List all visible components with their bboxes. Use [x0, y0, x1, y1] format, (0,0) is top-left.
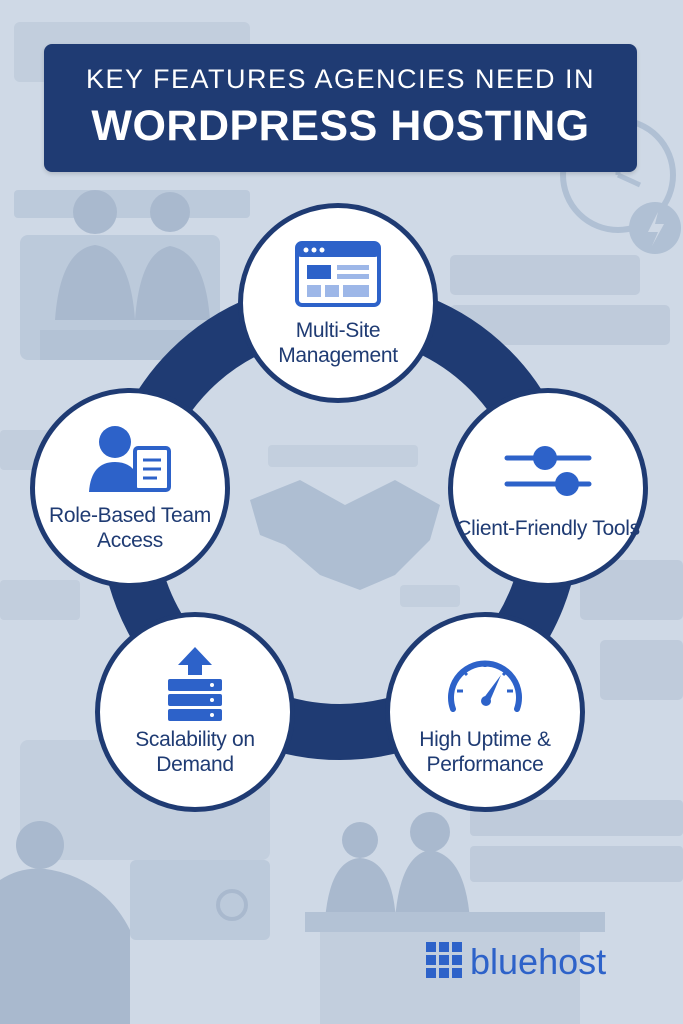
- title-banner: KEY FEATURES AGENCIES NEED IN WORDPRESS …: [44, 44, 637, 172]
- feature-multi-site-management: Multi-Site Management: [238, 203, 438, 403]
- feature-scalability-on-demand: Scalability on Demand: [95, 612, 295, 812]
- browser-window-icon: [290, 238, 386, 310]
- user-document-icon: [82, 423, 178, 495]
- feature-role-based-team-access: Role-Based Team Access: [30, 388, 230, 588]
- feature-label: Scalability on Demand: [100, 727, 290, 777]
- server-upload-icon: [147, 647, 243, 719]
- feature-label: High Uptime & Performance: [390, 727, 580, 777]
- feature-label: Role-Based Team Access: [35, 503, 225, 553]
- title-line-1: KEY FEATURES AGENCIES NEED IN: [86, 63, 595, 95]
- brand-name: bluehost: [470, 938, 606, 986]
- feature-label: Client-Friendly Tools: [456, 516, 640, 541]
- grid-logo-icon: [426, 942, 462, 983]
- feature-client-friendly-tools: Client-Friendly Tools: [448, 388, 648, 588]
- feature-label: Multi-Site Management: [243, 318, 433, 368]
- feature-high-uptime-performance: High Uptime & Performance: [385, 612, 585, 812]
- sliders-icon: [500, 436, 596, 508]
- title-line-2: WORDPRESS HOSTING: [91, 99, 589, 153]
- speedometer-icon: [437, 647, 533, 719]
- bluehost-logo: bluehost: [426, 938, 606, 986]
